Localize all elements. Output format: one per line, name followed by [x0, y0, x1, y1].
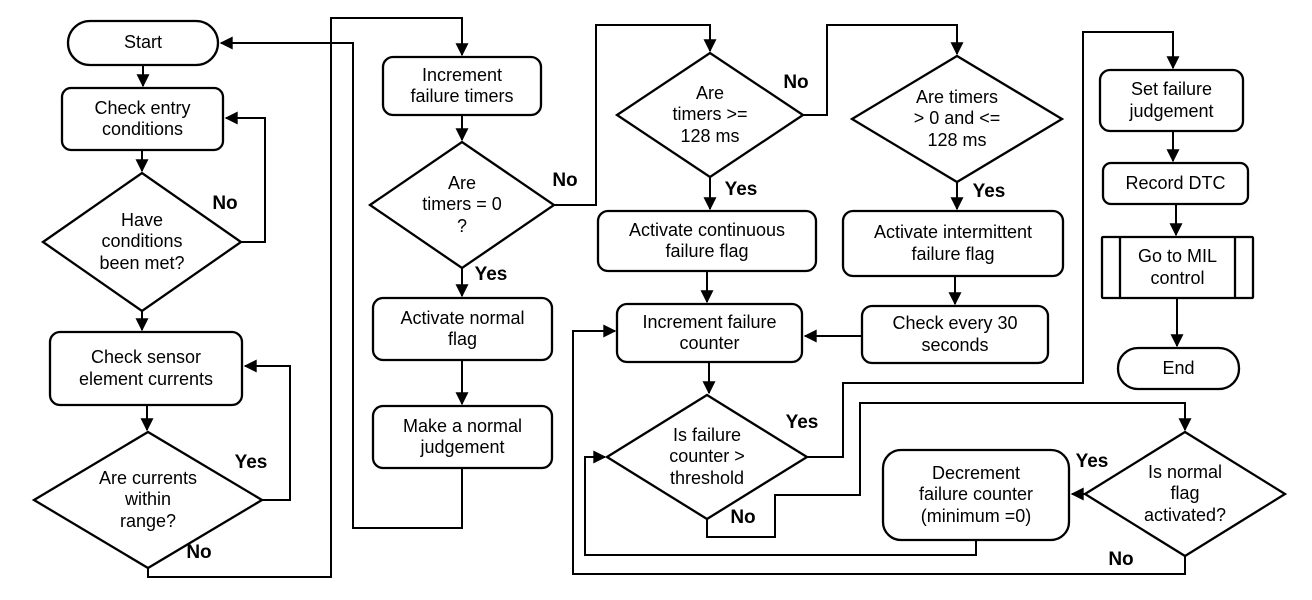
node-currents-range-shape — [31, 430, 265, 570]
node-activate-normal-shape — [371, 296, 554, 362]
node-normal-flag-shape — [1082, 430, 1288, 558]
node-have-conditions-shape — [40, 171, 244, 313]
edge-judgement-to-start — [219, 36, 463, 529]
node-check-30s-shape — [860, 304, 1050, 365]
edge-normal-flag-no-to-counter — [572, 324, 1186, 575]
node-counter-threshold-shape — [604, 393, 810, 521]
edge-currents-no-to-increment-timers — [147, 17, 469, 578]
node-timers-ge-128-shape — [614, 51, 806, 179]
edge-timers-ge-no — [803, 24, 964, 116]
node-start-shape — [66, 19, 220, 67]
node-check-entry-shape — [60, 86, 225, 152]
edge-currents-yes-loop — [243, 359, 291, 501]
node-set-failure-shape — [1098, 68, 1245, 133]
edge-conditions-no-loop — [224, 111, 266, 243]
edge-layer — [135, 17, 1192, 578]
edge-threshold-no-to-normal-flag — [706, 402, 1192, 538]
node-mil-control-shape — [1100, 235, 1255, 300]
node-decrement-counter-shape — [881, 448, 1071, 542]
node-end-shape — [1116, 346, 1241, 391]
node-layer — [31, 19, 1288, 570]
node-activate-continuous-shape — [596, 209, 818, 273]
node-timers-0-128-shape — [849, 54, 1065, 184]
edge-threshold-yes-to-set-failure — [807, 31, 1180, 458]
edge-decrement-to-threshold — [584, 450, 977, 556]
node-check-sensor-shape — [48, 330, 244, 407]
node-timers-zero-shape — [367, 140, 557, 270]
node-record-dtc-shape — [1101, 161, 1250, 206]
node-increment-timers-shape — [381, 55, 543, 117]
node-activate-intermittent-shape — [841, 209, 1065, 278]
node-normal-judgement-shape — [371, 404, 554, 470]
edge-timers-zero-no — [552, 24, 717, 206]
node-increment-counter-shape — [615, 302, 804, 364]
